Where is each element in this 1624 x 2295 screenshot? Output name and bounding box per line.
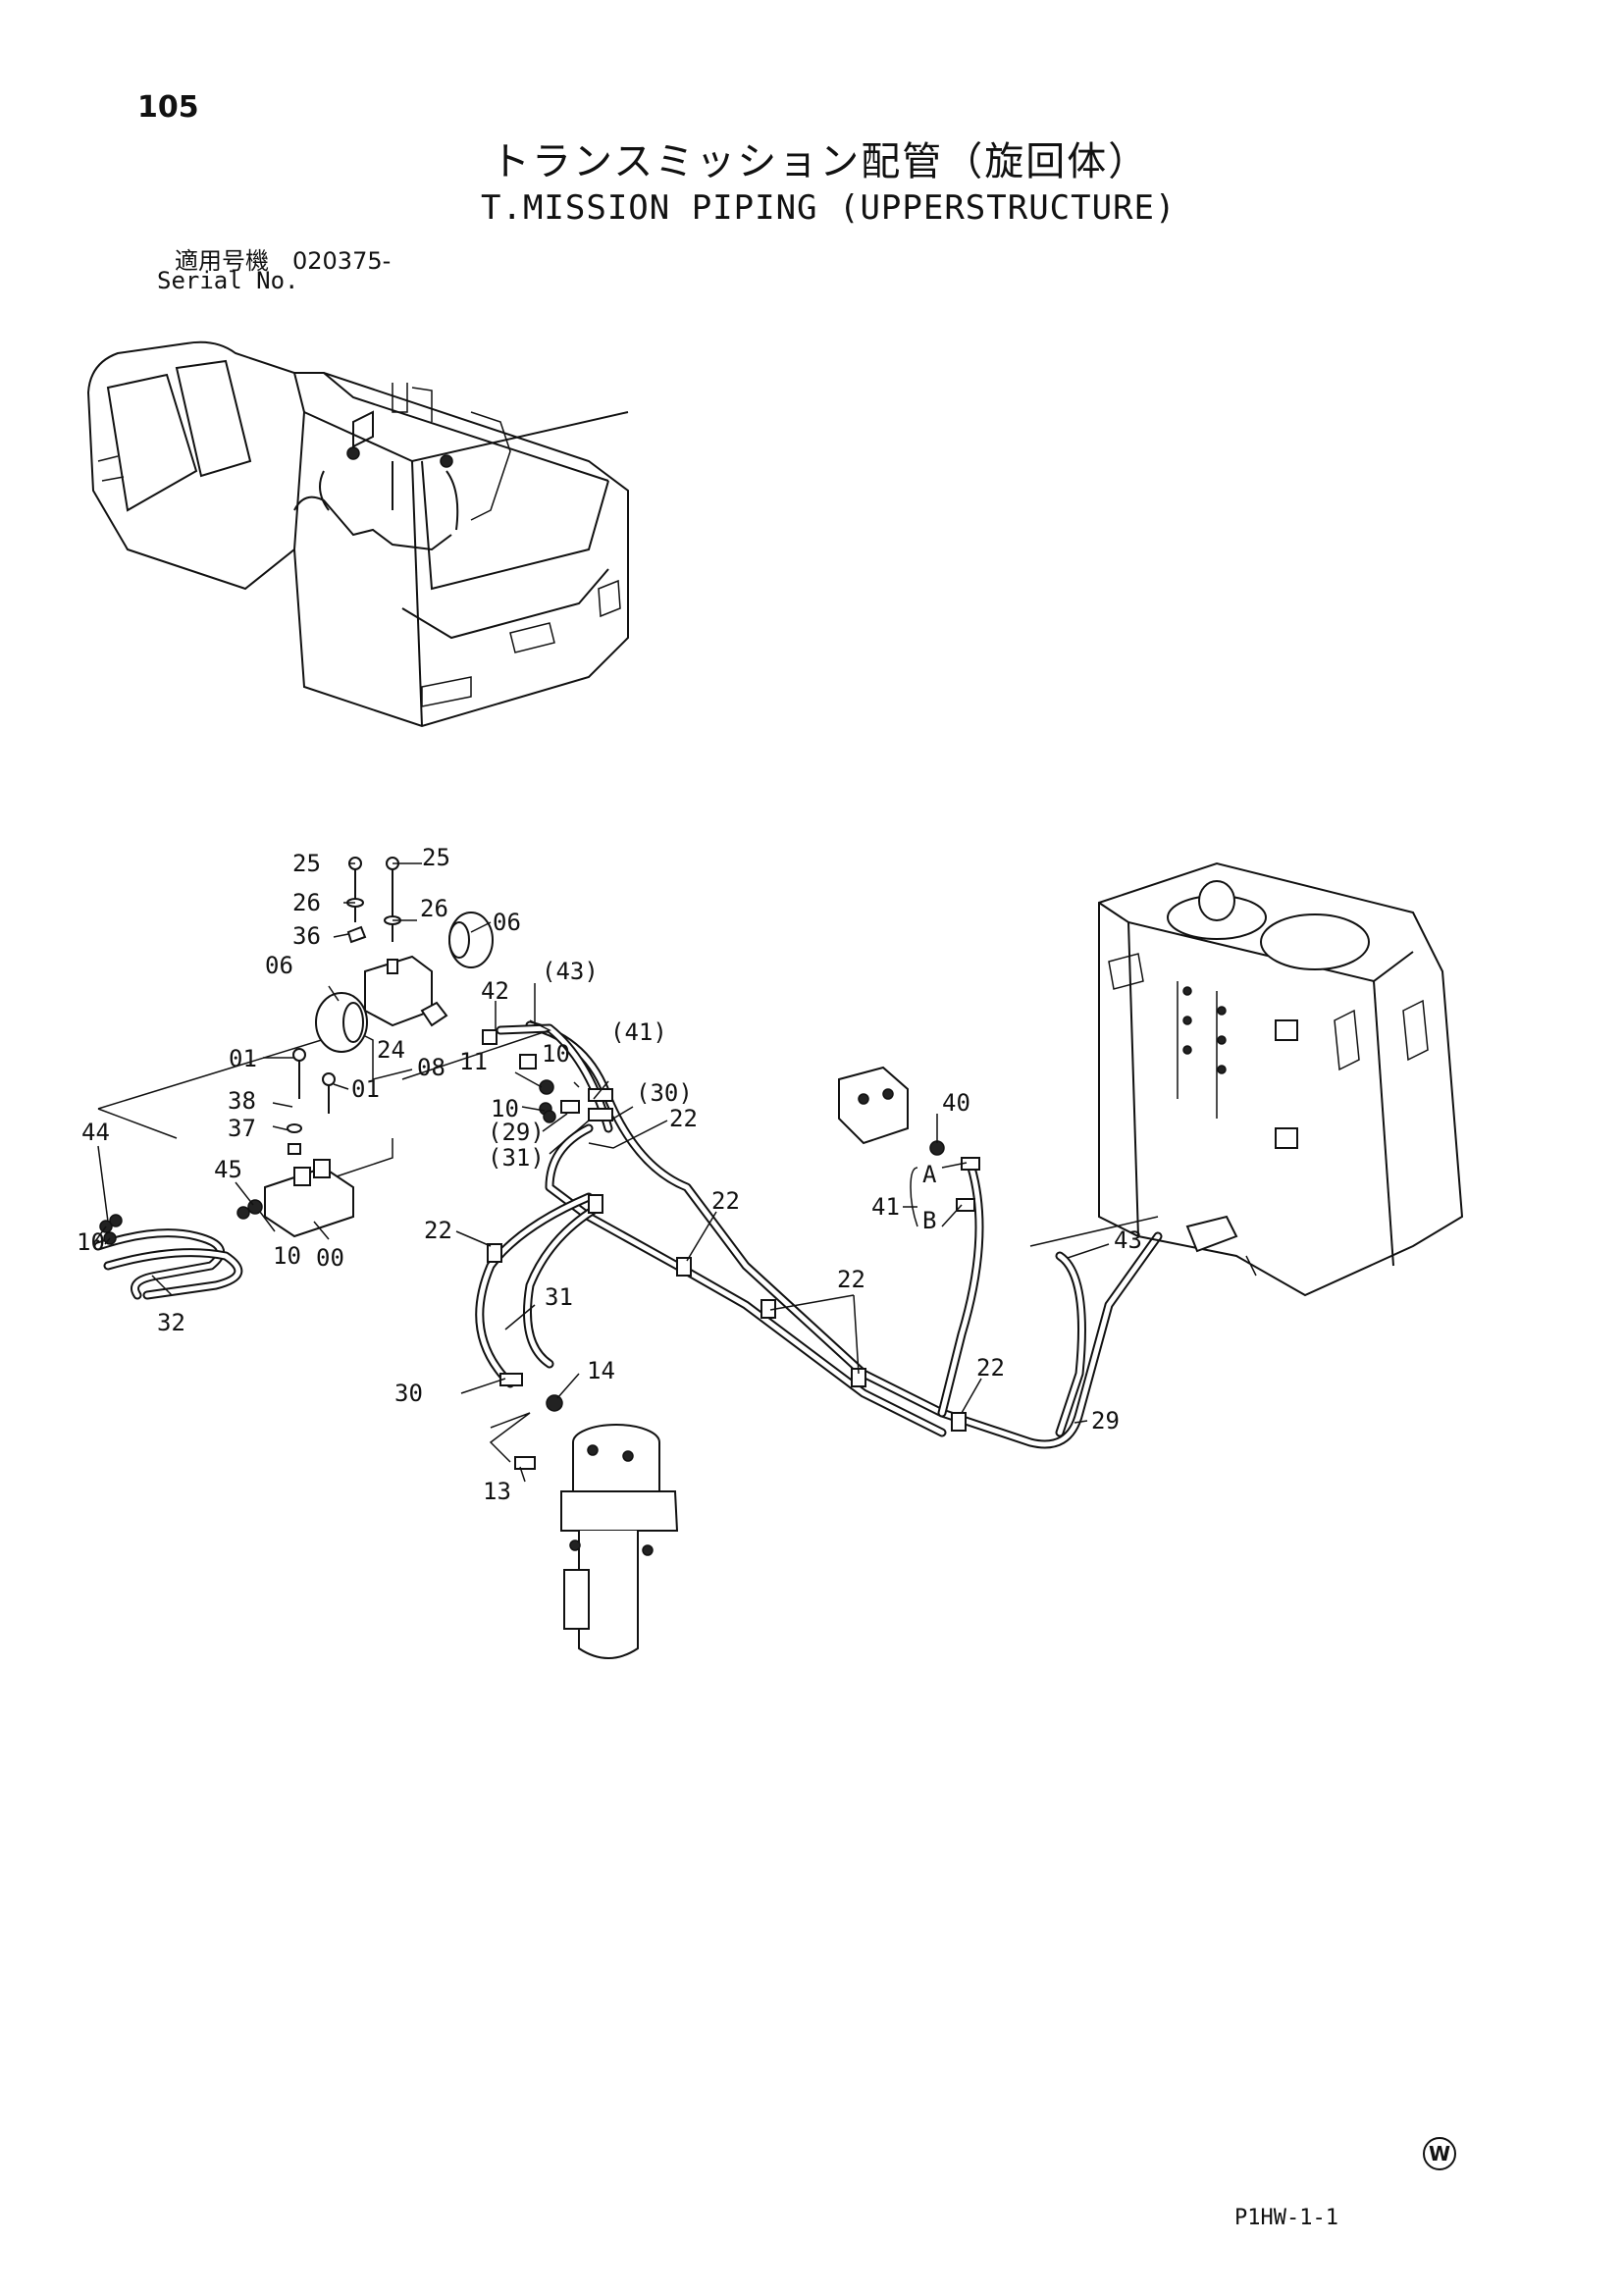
callout-06: 06 [265,952,293,979]
callout-22: 22 [711,1187,740,1215]
callout-a: A [922,1161,937,1188]
callout-25: 25 [292,850,321,877]
callout-41: 41 [871,1193,900,1221]
serial-label-japanese: 適用号機 020375- [175,247,392,275]
callout-43-paren: (43) [542,958,599,985]
callout-10: 10 [273,1242,301,1270]
callout-36: 36 [292,922,321,950]
callout-37: 37 [228,1115,256,1142]
callout-10: 10 [542,1040,570,1068]
callout-00: 00 [316,1244,344,1272]
callout-22: 22 [976,1354,1005,1382]
excavator-overview-illustration [86,340,629,728]
title-japanese: トランスミッション配管（旋回体） [491,139,1150,184]
callout-31-paren: (31) [488,1144,545,1172]
callout-24: 24 [377,1036,405,1064]
callout-29: 29 [1091,1407,1120,1434]
callout-14: 14 [587,1357,615,1384]
callout-44: 44 [81,1119,110,1146]
callout-13: 13 [483,1478,511,1505]
callout-b: B [922,1207,936,1234]
swivel-joint [499,1373,679,1659]
callout-31: 31 [545,1283,573,1311]
hydraulic-tank-illustration [1029,861,1464,1297]
callout-30-paren: (30) [636,1079,693,1107]
callout-43: 43 [1114,1226,1142,1254]
callout-11: 11 [459,1048,488,1075]
callout-10: 10 [491,1095,519,1122]
callout-42: 42 [481,977,509,1005]
figure-code: P1HW-1-1 [1234,2206,1338,2230]
callout-38: 38 [228,1087,256,1115]
valve-cluster [97,857,613,1245]
serial-label-english: Serial No. [157,267,299,294]
callout-01: 01 [229,1045,257,1072]
leader-lines [92,862,1110,1483]
junction-block [838,1066,980,1212]
callout-45: 45 [214,1156,242,1183]
callout-30: 30 [394,1380,423,1407]
callout-06: 06 [493,909,521,936]
callout-40: 40 [942,1089,970,1117]
callout-22: 22 [837,1266,865,1293]
callout-26: 26 [292,889,321,916]
callout-32: 32 [157,1309,185,1336]
callout-labels: 25 25 26 26 36 06 06 42 (43) 24 08 11 10… [77,844,1142,1505]
page-number: 105 [137,90,199,125]
callout-41-paren: (41) [610,1018,667,1046]
callout-26: 26 [420,895,448,922]
callout-22: 22 [669,1105,698,1132]
callout-01: 01 [351,1075,380,1103]
callout-25: 25 [422,844,450,871]
w-mark-icon: W [1423,2137,1456,2170]
title-english: T.MISSION PIPING (UPPERSTRUCTURE) [481,188,1177,228]
callout-08: 08 [417,1054,445,1081]
callout-29-paren: (29) [488,1119,545,1146]
callout-22: 22 [424,1217,452,1244]
callout-10: 10 [77,1228,105,1256]
